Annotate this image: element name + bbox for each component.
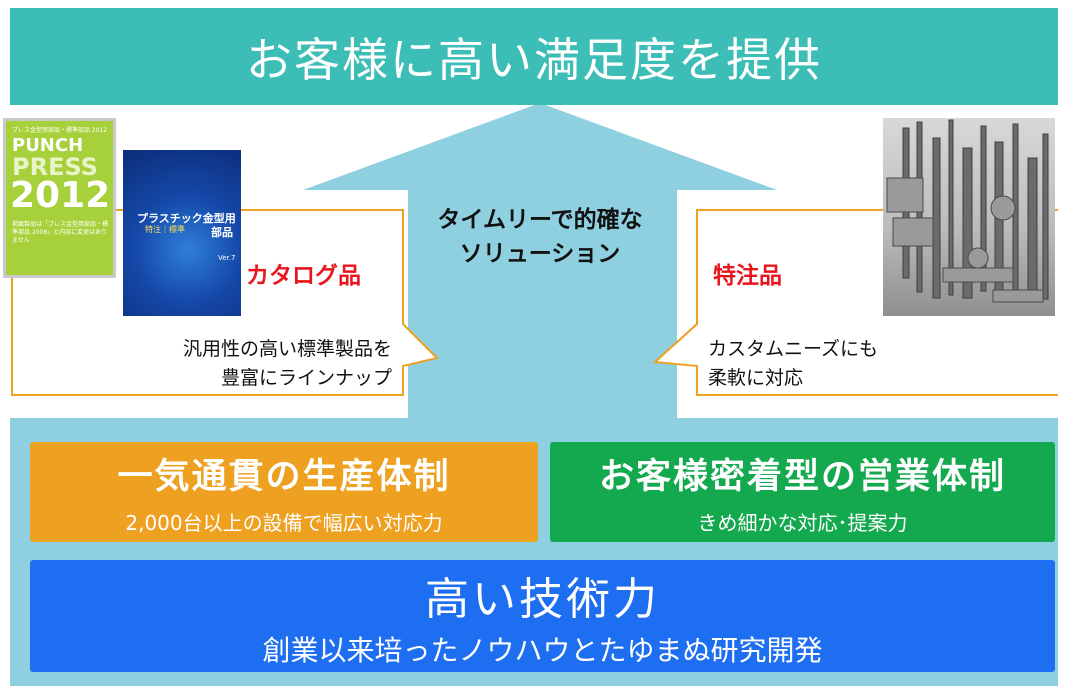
banner-title: お客様に高い満足度を提供 bbox=[10, 8, 1058, 105]
arrow-caption-line-2: ソリューション bbox=[459, 241, 621, 267]
arrow-caption: タイムリーで的確な ソリューション bbox=[395, 203, 685, 271]
custom-desc-line-2: 柔軟に対応 bbox=[708, 367, 804, 389]
production-system-box: 一気通貫の生産体制 2,000台以上の設備で幅広い対応力 bbox=[30, 442, 538, 542]
solution-arrow bbox=[303, 103, 777, 420]
parts-illustration bbox=[886, 119, 1049, 303]
sales-system-box: お客様密着型の営業体制 きめ細かな対応･提案力 bbox=[550, 442, 1055, 542]
sales-subtitle: きめ細かな対応･提案力 bbox=[697, 511, 908, 535]
technology-title: 高い技術力 bbox=[425, 574, 660, 625]
production-title: 一気通貫の生産体制 bbox=[117, 457, 451, 497]
catalog-desc-line-1: 汎用性の高い標準製品を bbox=[182, 338, 392, 360]
catalog-brand-1: PUNCH bbox=[12, 135, 84, 156]
catalog2-version: Ver.7 bbox=[218, 254, 236, 262]
catalog-brand-2: PRESS bbox=[12, 153, 98, 181]
production-subtitle: 2,000台以上の設備で幅広い対応力 bbox=[125, 511, 443, 535]
punch-press-catalog-cover: プレス金型用部品・標準部品 2012 PUNCH PRESS 2012 掲載製品… bbox=[3, 118, 116, 278]
custom-desc-line-1: カスタムニーズにも bbox=[708, 338, 879, 360]
plastic-mold-catalog-cover: プラスチック金型用 特注｜標準 部品 Ver.7 bbox=[123, 150, 241, 316]
catalog-note: 掲載製品は「プレス金型用部品・標準部品 2008」と内容に変更はありません bbox=[12, 221, 109, 244]
arrow-caption-line-1: タイムリーで的確な bbox=[437, 207, 643, 233]
custom-parts-photo bbox=[883, 118, 1055, 316]
catalog-description: 汎用性の高い標準製品を 豊富にラインナップ bbox=[110, 335, 392, 393]
catalog-label: カタログ品 bbox=[246, 263, 361, 289]
custom-label: 特注品 bbox=[713, 263, 782, 289]
technology-box: 高い技術力 創業以来培ったノウハウとたゆまぬ研究開発 bbox=[30, 560, 1055, 672]
sales-title: お客様密着型の営業体制 bbox=[598, 457, 1006, 497]
catalog-desc-line-2: 豊富にラインナップ bbox=[220, 367, 392, 389]
catalog-tiny-title: プレス金型用部品・標準部品 2012 bbox=[12, 127, 108, 134]
custom-description: カスタムニーズにも 柔軟に対応 bbox=[708, 335, 908, 393]
catalog2-sub: 特注｜標準 bbox=[145, 225, 185, 234]
catalog2-parts: 部品 bbox=[211, 226, 233, 239]
catalog2-title: プラスチック金型用 bbox=[137, 212, 236, 225]
technology-subtitle: 創業以来培ったノウハウとたゆまぬ研究開発 bbox=[262, 634, 823, 667]
catalog-year: 2012 bbox=[10, 175, 111, 216]
